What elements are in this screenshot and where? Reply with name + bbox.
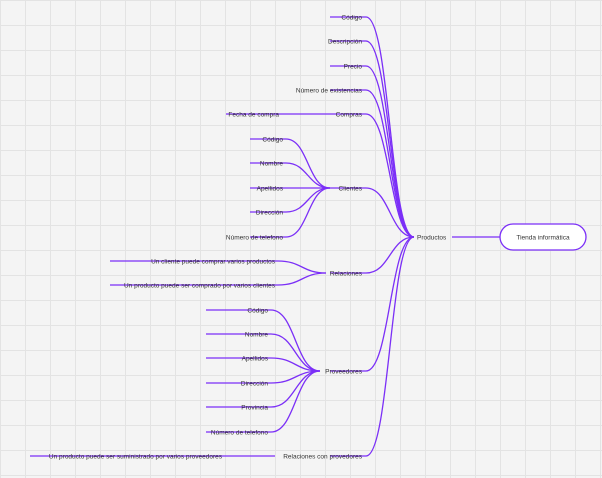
branch-rel-proveedores[interactable]: Relaciones con provedores	[283, 454, 363, 461]
branch-precio[interactable]: Precio	[344, 64, 363, 71]
branch-compras[interactable]: Compras	[336, 112, 363, 119]
edge-clientes-3	[285, 187, 331, 213]
edge-hub-codigo	[365, 16, 415, 238]
compras-child-fecha[interactable]: Fecha de compra	[228, 112, 279, 119]
edge-proveedores-0	[270, 309, 321, 372]
rel-proveedores-child[interactable]: Un producto puede ser suministrado por v…	[49, 454, 223, 461]
branch-proveedores[interactable]: Proveedores	[325, 369, 363, 376]
proveedores-child-apellidos[interactable]: Apellidos	[242, 356, 269, 363]
edge-hub-rel-proveedores	[365, 236, 415, 457]
edge-hub-existencias	[365, 89, 415, 238]
edge-hub-relaciones	[365, 236, 415, 274]
clientes-children: Código Nombre Apellidos Dirección Número…	[226, 137, 284, 242]
edge-hub-compras	[365, 113, 415, 238]
clientes-child-telefono[interactable]: Número de telefono	[226, 235, 283, 242]
clientes-child-apellidos[interactable]: Apellidos	[257, 186, 284, 193]
branch-descripcion[interactable]: Descripción	[328, 39, 362, 46]
proveedores-child-provincia[interactable]: Provincia	[241, 405, 268, 412]
hub-label-productos[interactable]: Productos	[417, 235, 447, 242]
edge-relaciones-1	[277, 272, 327, 286]
proveedores-child-telefono[interactable]: Número de telefono	[211, 430, 268, 437]
root-label: Tienda informática	[516, 235, 570, 242]
branch-codigo[interactable]: Código	[341, 15, 362, 22]
clientes-child-codigo[interactable]: Código	[262, 137, 283, 144]
branch-relaciones[interactable]: Relaciones	[330, 271, 363, 278]
edge-relaciones-0	[277, 260, 327, 274]
edge-hub-proveedores	[365, 236, 415, 372]
edge-proveedores-1	[270, 333, 321, 372]
root-node[interactable]: Tienda informática	[499, 223, 587, 251]
compras-children: Fecha de compra	[228, 112, 279, 119]
relaciones-children: Un cliente puede comprar varios producto…	[124, 259, 276, 290]
proveedores-child-nombre[interactable]: Nombre	[245, 332, 269, 339]
edge-clientes-1	[285, 162, 331, 189]
edge-hub-descripcion	[365, 40, 415, 238]
edge-hub-clientes	[365, 187, 415, 238]
proveedores-children: Código Nombre Apellidos Dirección Provin…	[211, 308, 269, 437]
relaciones-child-producto[interactable]: Un producto puede ser comprado por vario…	[124, 283, 276, 290]
connector-lines	[30, 16, 500, 457]
branch-labels: Código Descripción Precio Número de exis…	[283, 15, 363, 461]
branch-clientes[interactable]: Clientes	[339, 186, 363, 193]
proveedores-child-direccion[interactable]: Dirección	[241, 381, 268, 388]
rel-proveedores-children: Un producto puede ser suministrado por v…	[49, 454, 223, 461]
proveedores-child-codigo[interactable]: Código	[247, 308, 268, 315]
edge-clientes-4	[285, 187, 331, 238]
branch-existencias[interactable]: Número de existencias	[296, 88, 363, 95]
edge-proveedores-5	[270, 370, 321, 433]
clientes-child-nombre[interactable]: Nombre	[260, 161, 284, 168]
relaciones-child-cliente[interactable]: Un cliente puede comprar varios producto…	[151, 259, 276, 266]
clientes-child-direccion[interactable]: Dirección	[256, 210, 283, 217]
